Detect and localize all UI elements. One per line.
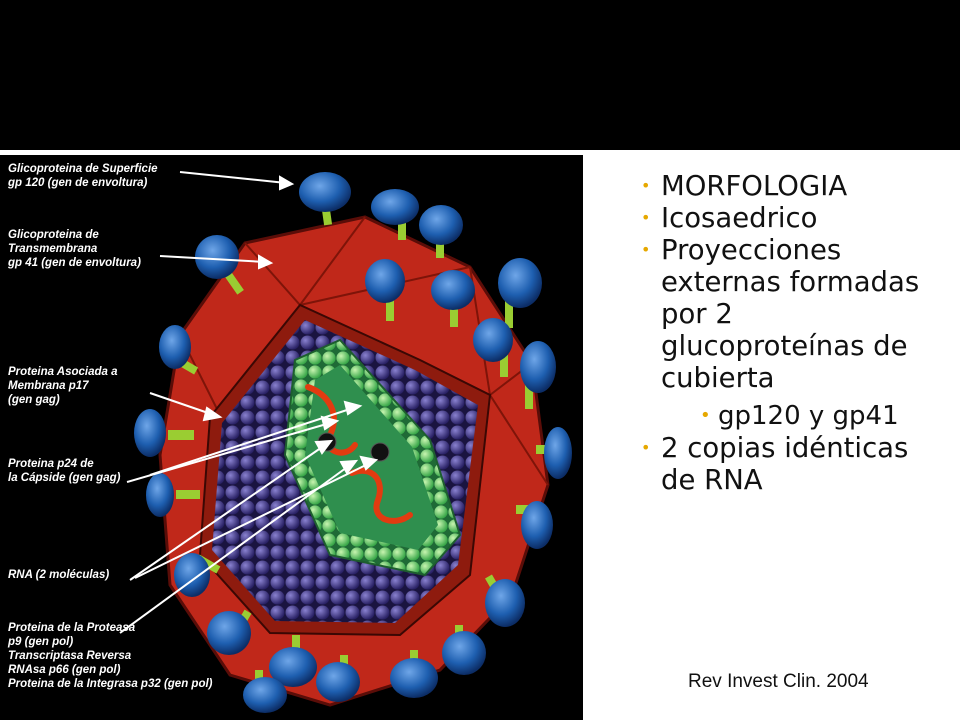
bullet-dot-icon: •	[641, 208, 651, 227]
capsid-interior	[305, 365, 438, 550]
protein-dot-2	[370, 442, 390, 462]
label-rna: RNA (2 moléculas)	[8, 569, 110, 581]
bullet-dot-icon: •	[700, 405, 711, 426]
bullet-list: •MORFOLOGIA •Icosaedrico •Proyecciones e…	[638, 170, 938, 496]
envelope-spikes	[134, 172, 572, 713]
hiv-virion-illustration: Glicoproteina de Superficie gp 120 (gen …	[0, 155, 583, 720]
label-gp41: Glicoproteina de Transmembrana gp 41 (ge…	[8, 229, 141, 269]
divider-line	[0, 150, 960, 155]
rna-strand-2	[349, 468, 413, 524]
label-gp120: Glicoproteina de Superficie gp 120 (gen …	[8, 163, 158, 189]
label-enzymes: Proteina de la Proteasa p9 (gen pol) Tra…	[8, 622, 213, 690]
bullet-dot-icon: •	[641, 240, 651, 259]
label-arrows	[119, 171, 379, 634]
bullet-item: •Proyecciones externas formadas por 2 gl…	[641, 234, 920, 394]
title-bar	[0, 0, 960, 150]
label-p17: Proteina Asociada a Membrana p17 (gen ga…	[8, 366, 118, 406]
citation: Rev Invest Clin. 2004	[688, 671, 869, 692]
bullet-item: •MORFOLOGIA	[641, 170, 848, 202]
bullet-item: •Icosaedrico	[641, 202, 818, 234]
sub-bullet-item: •gp120 y gp41	[700, 401, 899, 431]
bullet-dot-icon: •	[641, 438, 651, 457]
bullet-item: •2 copias idénticas de RNA	[641, 432, 909, 496]
bullet-dot-icon: •	[641, 176, 651, 195]
virion-drawing	[119, 171, 572, 713]
label-p24: Proteina p24 de la Cápside (gen gag)	[8, 458, 121, 484]
